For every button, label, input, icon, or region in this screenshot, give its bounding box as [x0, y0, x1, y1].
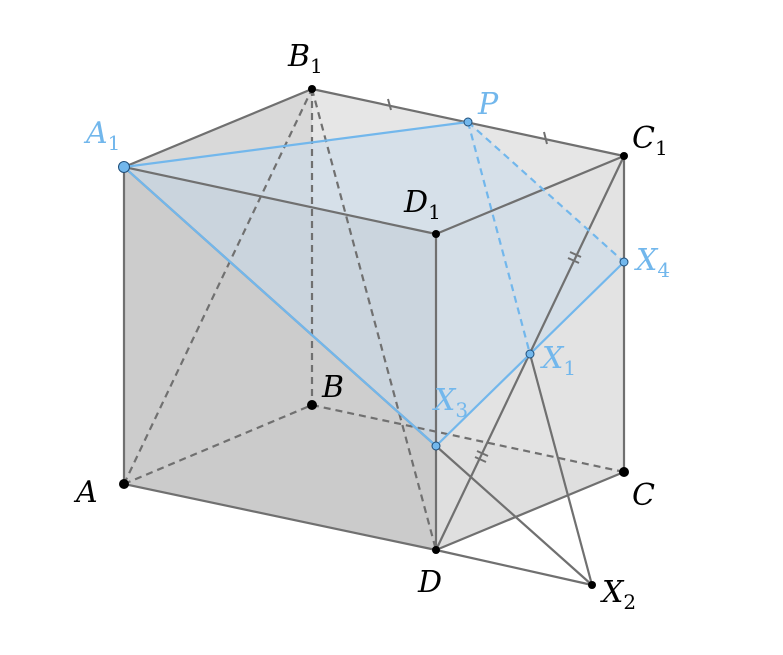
label-A1: A1 [83, 116, 120, 155]
label-C1: C1 [632, 121, 668, 160]
label-X2: X2 [600, 575, 636, 614]
point-D [432, 546, 440, 554]
edge-BC [311, 403, 625, 474]
tick-B1P [387, 98, 392, 111]
point-B1 [308, 85, 316, 93]
edge-A1B1 [123, 87, 313, 169]
label-D1: D1 [403, 185, 441, 224]
label-A: A [73, 475, 98, 510]
section-PX1 [466, 121, 532, 355]
section-A1X3 [123, 166, 437, 447]
label-X1: X1 [540, 341, 576, 380]
point-X1 [525, 349, 535, 359]
label-X3: X3 [432, 383, 468, 422]
label-C: C [632, 478, 655, 513]
label-P: P [477, 87, 499, 122]
segment-AB1 [123, 88, 313, 485]
point-B [307, 400, 317, 410]
edge-AD [123, 482, 437, 552]
edge-D1C1 [435, 154, 625, 236]
section-plane [124, 122, 624, 446]
edge-DC [435, 470, 625, 552]
tick-double-2a [476, 450, 489, 457]
point-A1 [118, 161, 130, 173]
label-X4: X4 [634, 243, 670, 282]
tick-PC1 [543, 131, 548, 145]
point-C1 [620, 152, 628, 160]
label-D: D [417, 565, 442, 600]
point-X3 [431, 441, 441, 451]
label-B1: B1 [287, 39, 323, 78]
point-X2 [588, 581, 596, 589]
point-A [119, 479, 129, 489]
tick-double-1b [567, 257, 580, 264]
point-P [463, 117, 473, 127]
segment-DX2 [435, 548, 593, 587]
edge-AB [123, 403, 313, 486]
point-X4 [619, 257, 629, 267]
segment-X3X2 [435, 445, 593, 586]
segment-X1X2 [528, 353, 594, 586]
point-C [619, 467, 629, 477]
section-A1P [123, 120, 469, 169]
tick-double-2b [474, 456, 487, 463]
point-D1 [432, 230, 440, 238]
tick-double-1a [569, 251, 582, 258]
segment-B1D [310, 88, 438, 551]
edge-A1D1 [123, 165, 437, 236]
label-B: B [321, 370, 344, 405]
section-PX4 [467, 121, 625, 263]
